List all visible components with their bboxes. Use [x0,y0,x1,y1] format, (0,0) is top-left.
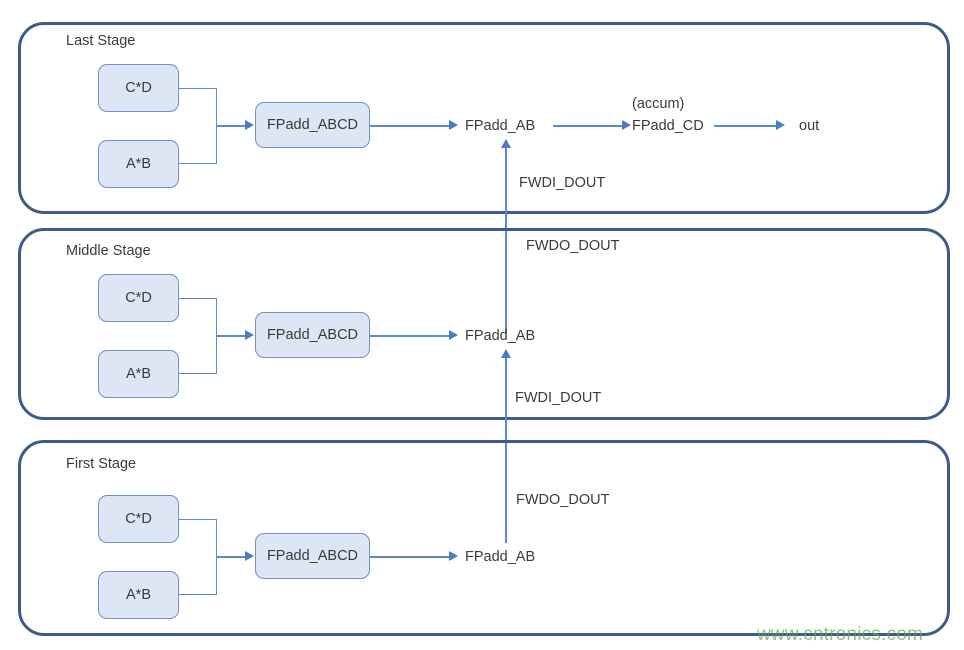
merge-bracket-first [179,519,217,595]
op-box-cd-middle: C*D [98,274,179,322]
signal-fwdo-dout-middle: FWDO_DOUT [526,238,620,254]
stage-title-middle: Middle Stage [66,243,151,259]
watermark: www.cntronics.com [757,624,923,645]
feed-wire-middle-to-last [505,147,507,333]
node-out: out [799,118,820,134]
stage-container-last [18,22,950,214]
stage-title-first: First Stage [66,456,137,472]
merge-bracket-last [179,88,217,164]
merge-wire-last [217,125,248,127]
op-box-fpadd-abcd-last: FPadd_ABCD [255,102,370,148]
op-box-cd-last: C*D [98,64,179,112]
arrow-to-fpadd-ab-first [449,551,458,561]
adder-output-wire-last [370,125,452,127]
arrow-to-adder-first [245,551,254,561]
op-box-cd-first: C*D [98,495,179,543]
merge-wire-middle [217,335,248,337]
arrow-up-into-middle [501,349,511,358]
op-box-fpadd-abcd-first: FPadd_ABCD [255,533,370,579]
stage-title-last: Last Stage [66,33,136,49]
node-fpadd-ab-last: FPadd_AB [465,118,536,134]
signal-fwdi-dout-middle: FWDI_DOUT [515,390,602,406]
op-box-ab-last: A*B [98,140,179,188]
signal-fwdi-dout-last: FWDI_DOUT [519,175,606,191]
adder-output-wire-middle [370,335,452,337]
arrow-to-adder-last [245,120,254,130]
wire-cd-to-out [714,125,779,127]
op-box-fpadd-abcd-middle: FPadd_ABCD [255,312,370,358]
arrow-to-adder-middle [245,330,254,340]
arrow-to-fpadd-ab-middle [449,330,458,340]
merge-bracket-middle [179,298,217,374]
op-box-ab-first: A*B [98,571,179,619]
merge-wire-first [217,556,248,558]
op-box-ab-middle: A*B [98,350,179,398]
signal-fwdo-dout-first: FWDO_DOUT [516,492,610,508]
node-fpadd-cd: FPadd_CD [632,118,704,134]
feed-wire-first-to-middle [505,357,507,543]
adder-output-wire-first [370,556,452,558]
arrow-to-out [776,120,785,130]
arrow-to-fpadd-cd [622,120,631,130]
accum-note: (accum) [632,96,685,112]
node-fpadd-ab-first: FPadd_AB [465,549,536,565]
arrow-up-into-last [501,139,511,148]
node-fpadd-ab-middle: FPadd_AB [465,328,536,344]
wire-ab-to-cd [553,125,625,127]
stage-container-middle [18,228,950,420]
arrow-to-fpadd-ab-last [449,120,458,130]
stage-container-first [18,440,950,636]
